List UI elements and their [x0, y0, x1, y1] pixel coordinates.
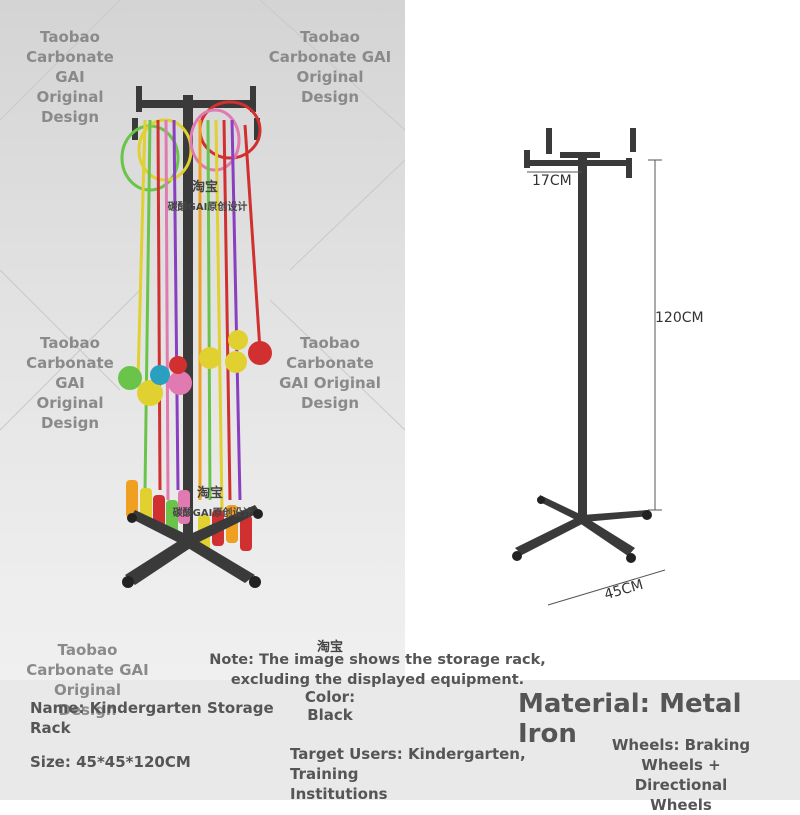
watermark-cn-logo-3: 淘宝: [316, 640, 343, 655]
watermark-cn-sub-2: 碳酸GAI原创设计: [172, 508, 253, 519]
dim-top-arm: 17CM: [532, 173, 572, 189]
note-text: Note: The image shows the storage rack, …: [209, 652, 546, 688]
watermark-cn-logo: 淘宝: [191, 180, 218, 195]
watermark-mid-left: Taobao Carbonate GAI Original Design: [26, 334, 114, 432]
spec-target: Target Users: Kindergarten, Training Ins…: [290, 745, 526, 803]
rack-with-ropes-photo: [0, 0, 405, 588]
spec-size: Size: 45*45*120CM: [30, 753, 191, 771]
watermark-mid-right: Taobao Carbonate GAI Original Design: [279, 334, 381, 412]
spec-wheels: Wheels: Braking Wheels + Directional Whe…: [611, 736, 751, 814]
dim-height: 120CM: [655, 310, 704, 326]
spec-info-panel: [0, 680, 800, 800]
watermark-top-right: Taobao Carbonate GAI Original Design: [268, 28, 392, 106]
spec-name: Name: Kindergarten Storage Rack: [30, 699, 274, 737]
watermark-top-left: Taobao Carbonate GAI Original Design: [26, 28, 114, 126]
watermark-cn-sub: 碳酸GAI原创设计: [167, 202, 248, 213]
watermark-bottom-left: Taobao Carbonate GAI Original Design: [26, 641, 149, 719]
spec-material: Material: Metal Iron: [518, 689, 742, 749]
bare-rack-diagram: [512, 128, 666, 606]
product-photo-panel: [0, 0, 405, 800]
watermark-cn-logo-2: 淘宝: [196, 486, 223, 501]
spec-color: Color: Black: [304, 688, 356, 724]
